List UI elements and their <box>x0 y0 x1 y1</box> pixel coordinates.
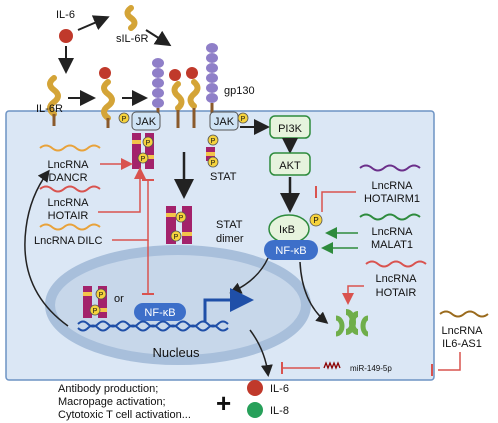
mir-label: miR-149-5p <box>350 364 392 373</box>
arrow-sil6r-to-gp130 <box>145 29 172 47</box>
arrow-hotair-to-proteasome <box>342 285 364 305</box>
svg-text:P: P <box>174 234 179 241</box>
lncrna-hotairm1: LncRNA HOTAIRM1 <box>359 164 421 205</box>
arrow-transcription-output <box>249 329 273 377</box>
arrow-il6-to-sil6r <box>77 15 110 31</box>
svg-text:P: P <box>211 138 216 145</box>
nucleus-label: Nucleus <box>153 345 200 360</box>
svg-text:HOTAIR: HOTAIR <box>48 210 89 222</box>
il6-output: IL-6 <box>247 380 289 396</box>
nuclear-stat-dimer: P P <box>83 286 107 318</box>
arrow-hotair-activates-stat <box>98 167 146 213</box>
svg-text:MALAT1: MALAT1 <box>371 239 413 251</box>
inhibit-il6as1-mir <box>438 352 461 371</box>
il6-label: IL-6 <box>56 9 75 21</box>
lncrna-dilc: LncRNA DILC <box>34 223 103 247</box>
plus-sign: + <box>216 388 231 418</box>
svg-text:IL-6: IL-6 <box>270 383 289 395</box>
svg-text:P: P <box>146 140 151 147</box>
arrow-ikb-to-proteasome <box>299 261 329 324</box>
dna-strand <box>77 320 229 332</box>
il6r-il6-complex <box>99 67 115 128</box>
svg-text:HOTAIRM1: HOTAIRM1 <box>364 193 420 205</box>
stat-right: P P STAT <box>206 134 237 183</box>
svg-text:LncRNA: LncRNA <box>372 180 414 192</box>
sil6r-label: sIL-6R <box>116 33 148 45</box>
il8-output: IL-8 <box>247 402 289 418</box>
svg-text:IL-8: IL-8 <box>270 405 289 417</box>
stat-dimer-label-1: STAT <box>216 219 243 231</box>
svg-text:P: P <box>99 292 104 299</box>
mir-149-5p: miR-149-5p <box>323 361 392 373</box>
il6r-label: IL-6R <box>36 103 63 115</box>
il6r-receptor <box>47 75 61 126</box>
stat-dimer-label-2: dimer <box>216 233 244 245</box>
sil6r-ligand: sIL-6R <box>116 5 148 45</box>
svg-text:LncRNA: LncRNA <box>442 325 484 337</box>
lncrna-il6-as1: LncRNA IL6-AS1 <box>439 310 489 350</box>
svg-text:P: P <box>93 308 98 315</box>
svg-text:LncRNA: LncRNA <box>48 159 90 171</box>
svg-text:NF-κB: NF-κB <box>144 307 175 319</box>
svg-text:P: P <box>141 156 146 163</box>
svg-text:P: P <box>211 160 216 167</box>
nuclear-nfkb: NF-κB <box>134 303 186 321</box>
stat-pair-left: P P <box>132 133 154 169</box>
svg-text:P: P <box>313 216 318 225</box>
jak-left: JAK P <box>118 111 161 131</box>
svg-text:PI3K: PI3K <box>278 123 303 135</box>
gp130-complex-left <box>152 58 201 128</box>
svg-text:NF-κB: NF-κB <box>275 245 306 257</box>
outcome-line-3: Cytotoxic T cell activation... <box>58 409 191 421</box>
svg-text:AKT: AKT <box>279 160 301 172</box>
svg-text:IL6-AS1: IL6-AS1 <box>442 338 482 350</box>
membrane-receptors <box>47 43 218 128</box>
gp130-label: gp130 <box>224 85 255 97</box>
svg-text:P: P <box>122 116 127 123</box>
svg-text:DANCR: DANCR <box>48 172 87 184</box>
svg-text:HOTAIR: HOTAIR <box>376 287 417 299</box>
lncrna-malat1: LncRNA MALAT1 <box>359 213 421 251</box>
il6-ligand: IL-6 <box>56 9 75 43</box>
transcription-arrow <box>203 288 254 322</box>
stat-label: STAT <box>210 171 237 183</box>
svg-text:LncRNA DILC: LncRNA DILC <box>34 235 103 247</box>
inhibit-hotairm1-ikb <box>321 191 356 212</box>
svg-text:JAK: JAK <box>136 116 157 128</box>
jak-right: JAK P <box>209 111 249 131</box>
outcome-line-2: Macropage activation; <box>58 396 166 408</box>
lncrna-hotair-left: LncRNA HOTAIR <box>39 185 101 222</box>
svg-text:IκB: IκB <box>279 224 295 236</box>
arrow-feedback-loop <box>24 169 69 327</box>
svg-text:P: P <box>179 215 184 222</box>
pi3k-box: PI3K <box>269 115 311 139</box>
svg-text:JAK: JAK <box>214 116 235 128</box>
lncrna-dancr: LncRNA DANCR <box>39 144 101 184</box>
outcome-line-1: Antibody production; <box>58 383 158 395</box>
svg-text:P: P <box>241 116 246 123</box>
akt-box: AKT <box>269 152 311 176</box>
proteasome-degradation <box>335 309 369 337</box>
ikb-nfkb-complex: IκB P NF-κB <box>264 213 323 260</box>
lncrna-hotair-right: LncRNA HOTAIR <box>365 260 427 299</box>
svg-text:LncRNA: LncRNA <box>376 273 418 285</box>
or-label: or <box>114 293 124 305</box>
svg-text:LncRNA: LncRNA <box>372 226 414 238</box>
stat-dimer: P P STAT dimer <box>166 206 244 245</box>
svg-text:LncRNA: LncRNA <box>48 197 90 209</box>
